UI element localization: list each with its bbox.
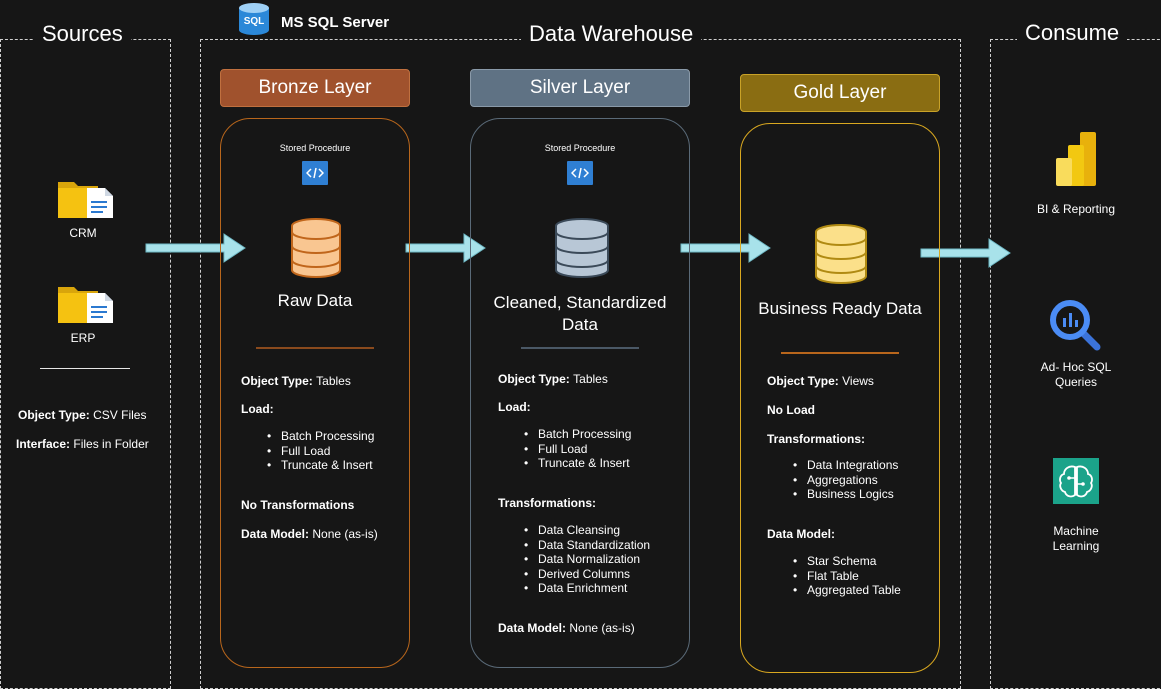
list-item: Truncate & Insert <box>281 458 374 473</box>
list-item: Full Load <box>281 444 374 459</box>
consume-title: Consume <box>1017 20 1128 46</box>
bronze-load-label: Load: <box>241 402 274 416</box>
bigquery-icon <box>1049 299 1101 356</box>
list-item: Data Integrations <box>807 458 898 473</box>
silver-object-type: Object Type: Tables <box>498 372 608 386</box>
gold-layer-title: Gold Layer <box>793 82 887 103</box>
silver-layer-title: Silver Layer <box>529 77 631 98</box>
silver-stored-procedure-label: Stored Procedure <box>544 143 616 153</box>
bronze-data-label: Raw Data <box>277 291 353 310</box>
list-item: Truncate & Insert <box>538 456 631 471</box>
list-item: Batch Processing <box>281 429 374 444</box>
sql-server-icon: SQL <box>236 2 272 36</box>
list-item: Business Logics <box>807 487 898 502</box>
gold-transformation-list: Data Integrations Aggregations Business … <box>807 458 898 502</box>
bronze-stored-procedure-label: Stored Procedure <box>279 143 351 153</box>
list-item: Derived Columns <box>538 567 650 582</box>
gold-layer-box <box>740 123 940 673</box>
bronze-object-type: Object Type: Tables <box>241 374 351 388</box>
arrow-bronze-to-silver <box>405 232 487 269</box>
gold-object-type: Object Type: Views <box>767 374 874 388</box>
bronze-code-icon <box>302 161 328 185</box>
bronze-transformations: No Transformations <box>241 498 355 512</box>
bronze-divider <box>256 347 374 349</box>
silver-divider <box>521 347 639 349</box>
gold-layer-header: Gold Layer <box>740 74 940 112</box>
sql-badge-text: SQL <box>244 16 265 27</box>
erp-folder-icon <box>57 283 115 330</box>
gold-divider <box>781 352 899 354</box>
arrow-gold-to-consume <box>920 237 1012 274</box>
gold-database-icon <box>814 222 868 291</box>
silver-layer-header: Silver Layer <box>470 69 690 107</box>
sources-divider <box>40 368 130 369</box>
silver-transformation-list: Data Cleansing Data Standardization Data… <box>538 523 650 596</box>
bronze-layer-box <box>220 118 410 668</box>
sources-interface: Interface: Files in Folder <box>16 437 149 451</box>
bi-reporting-label: BI & Reporting <box>1036 202 1116 216</box>
arrow-sources-to-bronze <box>145 232 247 269</box>
erp-label: ERP <box>70 331 96 345</box>
silver-transformations-label: Transformations: <box>498 496 597 510</box>
sql-server-label: MS SQL Server <box>281 14 390 31</box>
gold-data-model-list: Star Schema Flat Table Aggregated Table <box>807 554 901 598</box>
crm-label: CRM <box>69 226 97 240</box>
list-item: Full Load <box>538 442 631 457</box>
arrow-silver-to-gold <box>680 232 772 269</box>
list-item: Aggregations <box>807 473 898 488</box>
gold-data-label: Business Ready Data <box>758 299 922 318</box>
list-item: Data Cleansing <box>538 523 650 538</box>
list-item: Batch Processing <box>538 427 631 442</box>
silver-database-icon <box>554 216 610 285</box>
list-item: Star Schema <box>807 554 901 569</box>
sources-frame <box>0 39 171 689</box>
bronze-load-list: Batch Processing Full Load Truncate & In… <box>281 429 374 473</box>
warehouse-title: Data Warehouse <box>521 21 702 47</box>
bronze-layer-header: Bronze Layer <box>220 69 410 107</box>
list-item: Data Enrichment <box>538 581 650 596</box>
bronze-layer-title: Bronze Layer <box>258 77 372 98</box>
machine-learning-icon <box>1053 458 1099 509</box>
gold-data-model-label: Data Model: <box>767 527 836 541</box>
gold-load: No Load <box>767 403 815 417</box>
machine-learning-label: Machine Learning <box>1052 524 1100 553</box>
crm-folder-icon <box>57 178 115 225</box>
silver-load-label: Load: <box>498 400 531 414</box>
silver-layer-box <box>470 118 690 668</box>
silver-load-list: Batch Processing Full Load Truncate & In… <box>538 427 631 471</box>
silver-data-model: Data Model: None (as-is) <box>498 621 635 635</box>
silver-code-icon <box>567 161 593 185</box>
list-item: Aggregated Table <box>807 583 901 598</box>
list-item: Data Standardization <box>538 538 650 553</box>
silver-data-label: Cleaned, Standardized Data <box>493 293 667 334</box>
list-item: Flat Table <box>807 569 901 584</box>
adhoc-sql-label: Ad- Hoc SQL Queries <box>1040 360 1112 389</box>
power-bi-icon <box>1054 131 1098 192</box>
bronze-data-model: Data Model: None (as-is) <box>241 527 378 541</box>
gold-transformations-label: Transformations: <box>767 432 866 446</box>
sources-title: Sources <box>34 21 131 47</box>
sources-object-type: Object Type: CSV Files <box>18 408 147 422</box>
bronze-database-icon <box>290 216 342 285</box>
list-item: Data Normalization <box>538 552 650 567</box>
